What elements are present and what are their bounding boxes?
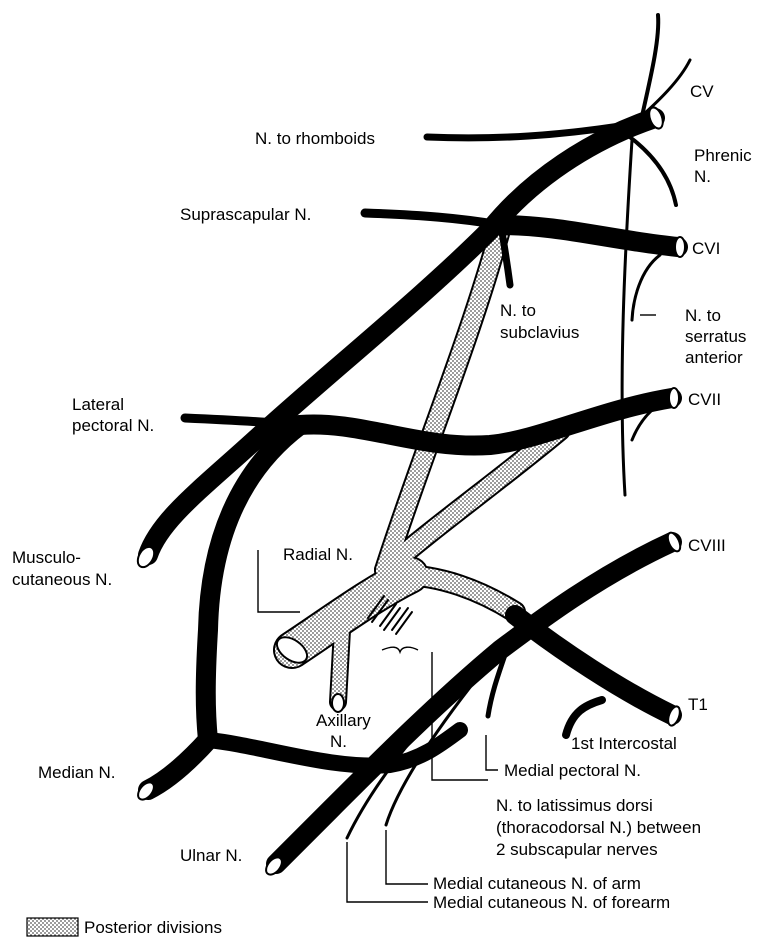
label-lateral-pectoral-line1: Lateral — [72, 395, 124, 414]
label-serratus-line3: anterior — [685, 348, 743, 367]
c7-root-middle-trunk — [300, 398, 672, 446]
first-intercostal-nerve — [566, 700, 602, 735]
label-musculocutaneous-line1: Musculo- — [12, 548, 81, 567]
label-ulnar: Ulnar N. — [180, 846, 242, 865]
label-subclavius-line2: subclavius — [500, 323, 579, 342]
suprascapular-nerve — [365, 213, 500, 225]
label-median: Median N. — [38, 763, 115, 782]
label-radial: Radial N. — [283, 545, 353, 564]
cut-arm-leader — [386, 830, 428, 884]
label-serratus-line1: N. to — [685, 306, 721, 325]
label-musculocutaneous-line2: cutaneous N. — [12, 570, 112, 589]
label-serratus-line2: serratus — [685, 327, 746, 346]
label-axillary-line2: N. — [330, 732, 347, 751]
cvii-root-cut-end — [669, 388, 679, 408]
serratus-c6-contribution — [632, 255, 660, 320]
label-subclavius-line1: N. to — [500, 301, 536, 320]
label-cvi: CVI — [692, 239, 720, 258]
axillary-nerve-cut-end — [332, 694, 344, 712]
cvi-root-cut-end — [675, 237, 685, 257]
label-cv: CV — [690, 82, 714, 101]
medial-pectoral-leader — [486, 735, 498, 770]
nerve-to-subclavius — [502, 232, 510, 285]
label-cviii: CVIII — [688, 536, 726, 555]
c6-root — [500, 225, 678, 247]
label-latissimus-line3: 2 subscapular nerves — [496, 840, 658, 859]
nerve-to-serratus-anterior — [622, 140, 632, 495]
lower-subscapular-nerve — [392, 608, 412, 634]
cut-forearm-leader — [347, 842, 428, 902]
label-axillary-line1: Axillary — [316, 711, 371, 730]
label-lateral-pectoral-line2: pectoral N. — [72, 416, 154, 435]
label-medial-pectoral: Medial pectoral N. — [504, 761, 641, 780]
label-latissimus-line2: (thoracodorsal N.) between — [496, 818, 701, 837]
legend-label-posterior: Posterior divisions — [84, 918, 222, 937]
labels: CV Phrenic N. N. to rhomboids Suprascapu… — [12, 82, 752, 912]
lateral-pectoral-nerve — [185, 418, 300, 425]
label-t1: T1 — [688, 695, 708, 714]
legend-swatch-posterior — [27, 918, 78, 936]
median-nerve — [148, 740, 208, 790]
label-cutaneous-arm: Medial cutaneous N. of arm — [433, 874, 641, 893]
label-rhomboids: N. to rhomboids — [255, 129, 375, 148]
label-suprascapular: Suprascapular N. — [180, 205, 311, 224]
label-phrenic-line2: N. — [694, 167, 711, 186]
label-latissimus-line1: N. to latissimus dorsi — [496, 796, 653, 815]
label-cvii: CVII — [688, 390, 721, 409]
latissimus-bracket — [382, 647, 418, 652]
label-first-intercostal: 1st Intercostal — [571, 734, 677, 753]
label-cutaneous-forearm: Medial cutaneous N. of forearm — [433, 893, 670, 912]
legend: Posterior divisions — [27, 918, 222, 937]
label-phrenic-line1: Phrenic — [694, 146, 752, 165]
